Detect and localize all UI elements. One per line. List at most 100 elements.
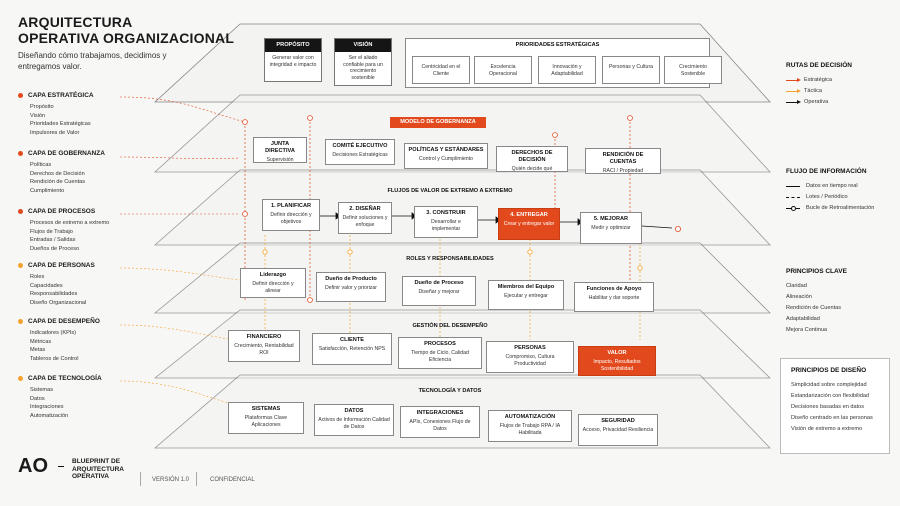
governance-box-text: Control y Cumplimiento [419,155,473,162]
layer-dot-icon [18,319,23,324]
governance-box-text: Decisiones Estratégicas [332,151,388,158]
people-box-title: Dueño de Proceso [414,280,464,286]
governance-box-title: JUNTA DIRECTIVA [265,141,295,154]
people-box-text: Habilitar y dar soporte [588,294,640,301]
vision-text: Ser el aliado confiable para un crecimie… [343,54,383,82]
flujo-panel: FLUJO DE INFORMACIÓN Datos en tiempo rea… [786,166,896,214]
priority-box: Centricidad en el Cliente [412,56,470,84]
performance-box-text: Satisfacción, Retención NPS [318,345,386,352]
governance-banner: MODELO DE GOBERNANZA [390,117,486,128]
page-subtitle: Diseñando cómo trabajamos, decidimos y e… [18,51,167,71]
footer-divider [196,472,197,486]
logo-dash [58,466,64,467]
layer-title: CAPA DE GOBERNANZA [28,150,105,157]
priority-text: Excelencia Operacional [489,64,517,77]
footer-divider [140,472,141,486]
technology-box-title: INTEGRACIONES [416,410,464,416]
priority-box: Excelencia Operacional [474,56,532,84]
route-arrow-icon [786,99,801,104]
flujo-item: Bucle de Retroalimentación [806,205,875,211]
governance-box-text: RACI / Propiedad [602,167,644,174]
governance-box-text: Supervisión [266,156,294,163]
vision-title: VISIÓN [335,39,391,52]
principios-item: Rendición de Cuentas [786,305,842,311]
layer-caption-title: CAPA DE PROCESOS [18,208,128,215]
layer-item: Indicadores (KPIs) [30,330,77,336]
performance-box-title: PERSONAS [514,345,546,351]
governance-box: JUNTA DIRECTIVA Supervisión [253,137,307,163]
feedback-loop-icon [786,206,800,211]
governance-box-text: Quién decide qué [511,165,553,172]
priority-box: Crecimiento Sostenible [664,56,722,84]
footer-name-2: ARQUITECTURA [72,465,124,473]
layer-item: Flujos de Trabajo [30,228,73,235]
technology-box-text: APIs, Conexiones Flujo de Datos [409,418,471,432]
technology-box-text: Activos de Información Calidad de Datos [318,416,390,430]
layer-item: Diseño Organizacional [30,299,87,306]
people-box-text: Ejecutar y entregar [504,292,548,299]
process-step-title: 1. PLANIFICAR [270,203,312,209]
layer-item: Impulsores de Valor [30,129,80,136]
vision-box: VISIÓN Ser el aliado confiable para un c… [334,38,392,86]
layer-dot-icon [18,209,23,214]
performance-box-title: CLIENTE [340,337,364,343]
governance-box: COMITÉ EJECUTIVO Decisiones Estratégicas [325,139,395,165]
diseno-item: Simplicidad sobre complejidad [791,382,867,388]
layer-caption-title: CAPA DE DESEMPEÑO [18,318,128,325]
priority-box: Innovación y Adaptabilidad [538,56,596,84]
layer-caption: CAPA DE PROCESOS Procesos de extremo a ex… [18,208,128,253]
layer-item: Entradas / Salidas [30,237,76,244]
people-box-text: Definir valor y priorizar [325,284,377,291]
technology-box: INTEGRACIONES APIs, Conexiones Flujo de D… [400,406,480,438]
footer-name-1: BLUEPRINT DE [72,458,121,465]
process-step-title: 3. CONSTRUIR [426,210,466,216]
people-box-text: Diseñar y mejorar [418,288,460,295]
layer-item: Metas [30,347,46,354]
people-box-title: Funciones de Apoyo [586,286,642,292]
process-step-title: 5. MEJORAR [593,216,629,222]
flujo-item: Datos en tiempo real [806,183,858,189]
title-line-2: OPERATIVA ORGANIZACIONAL [18,30,235,46]
version-label: VERSIÓN 1.0 [152,477,190,483]
principios-item: Claridad [786,283,807,289]
governance-box-title: POLÍTICAS Y ESTÁNDARES [408,147,484,153]
principios-item: Adaptabilidad [786,316,820,322]
footer-name: BLUEPRINT DE ARQUITECTURA OPERATIVA [72,458,124,481]
diseno-item: Diseño centrado en las personas [791,415,873,421]
layer-item: Automatización [30,412,69,419]
layer-item: Responsabilidades [30,291,78,298]
governance-box-title: RENDICIÓN DE CUENTAS [602,152,644,165]
solid-line-icon [786,186,800,187]
people-box-title: Dueño de Producto [325,276,377,282]
principios-item: Alineación [786,294,812,300]
governance-box-title: COMITÉ EJECUTIVO [332,143,388,149]
technology-box-title: AUTOMATIZACIÓN [504,414,556,420]
performance-title: GESTIÓN DEL DESEMPEÑO [412,323,488,329]
layer-item: Cumplimiento [30,187,65,194]
layer-item: Políticas [30,162,52,168]
diseno-item: Decisiones basadas en datos [791,404,865,410]
performance-box: CLIENTE Satisfacción, Retención NPS [312,333,392,365]
route-arrow-icon [786,88,801,93]
governance-box: RENDICIÓN DE CUENTAS RACI / Propiedad [585,148,661,174]
layer-item: Datos [30,395,45,402]
performance-box-text: Tiempo de Ciclo, Calidad Eficiencia [411,349,469,363]
diseno-title: PRINCIPIOS DE DISEÑO [791,367,867,374]
priority-text: Centricidad en el Cliente [421,64,461,77]
layer-title: CAPA DE TECNOLOGÍA [28,375,102,382]
people-box-text: Definir dirección y alinear [252,280,294,294]
technology-box-text: Acceso, Privacidad Resiliencia [582,426,654,433]
diseno-panel: PRINCIPIOS DE DISEÑO Simplicidad sobre c… [780,358,890,454]
